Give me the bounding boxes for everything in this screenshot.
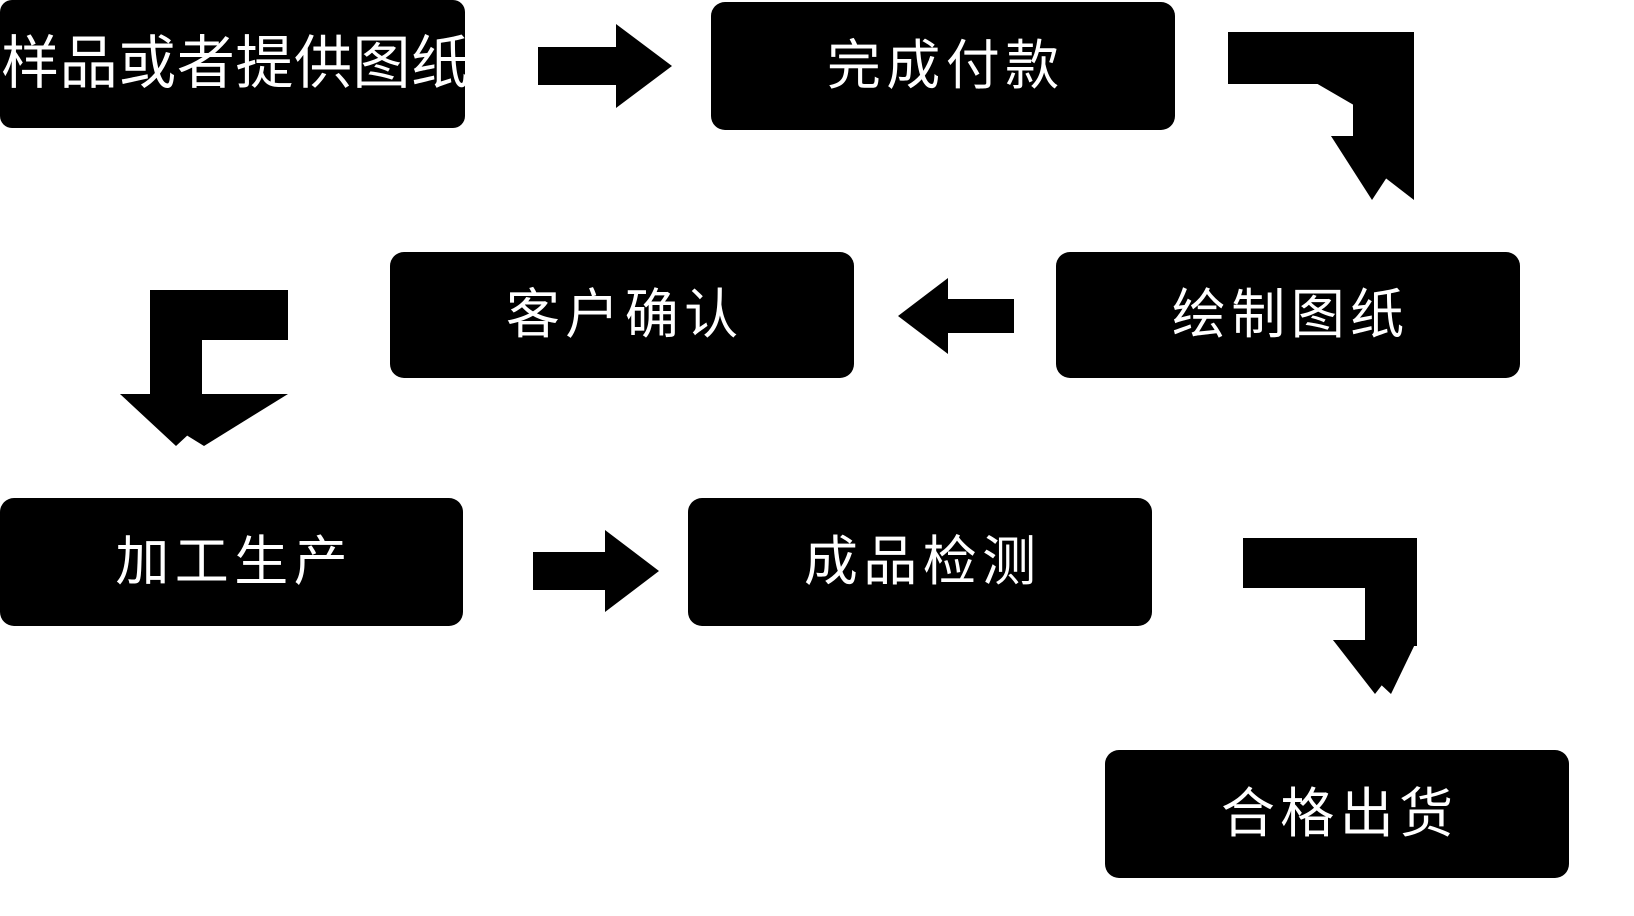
flow-node-payment[interactable]: 完成付款 <box>711 2 1175 130</box>
flow-node-label: 合格出货 <box>1220 784 1459 844</box>
flow-node-shipment[interactable]: 合格出货 <box>1105 750 1569 878</box>
flow-node-label: 客户确认 <box>505 285 744 345</box>
arrow-elbow-right-down-icon-payment-to-drawing <box>1228 32 1414 200</box>
flow-node-production[interactable]: 加工生产 <box>0 498 463 626</box>
arrow-left-icon-drawing-to-confirm <box>898 278 1014 354</box>
flow-node-label: 成品检测 <box>803 532 1042 592</box>
arrow-elbow-left-down-icon-confirm-to-production <box>120 290 288 446</box>
flow-node-drawing[interactable]: 绘制图纸 <box>1056 252 1520 378</box>
arrow-right-icon-sample-to-payment <box>538 24 672 108</box>
flow-node-label: 加工生产 <box>115 532 353 592</box>
arrow-right-icon-production-to-inspection <box>533 530 659 612</box>
flow-node-label: 样品或者提供图纸 <box>1 31 470 96</box>
flow-node-label: 完成付款 <box>826 36 1065 96</box>
flow-node-confirm[interactable]: 客户确认 <box>390 252 854 378</box>
flow-node-sample[interactable]: 样品或者提供图纸 <box>0 0 469 128</box>
arrow-elbow-right-down-icon-inspection-to-shipment <box>1243 538 1417 694</box>
flow-node-inspection[interactable]: 成品检测 <box>688 498 1152 626</box>
flow-node-label: 绘制图纸 <box>1171 285 1410 345</box>
